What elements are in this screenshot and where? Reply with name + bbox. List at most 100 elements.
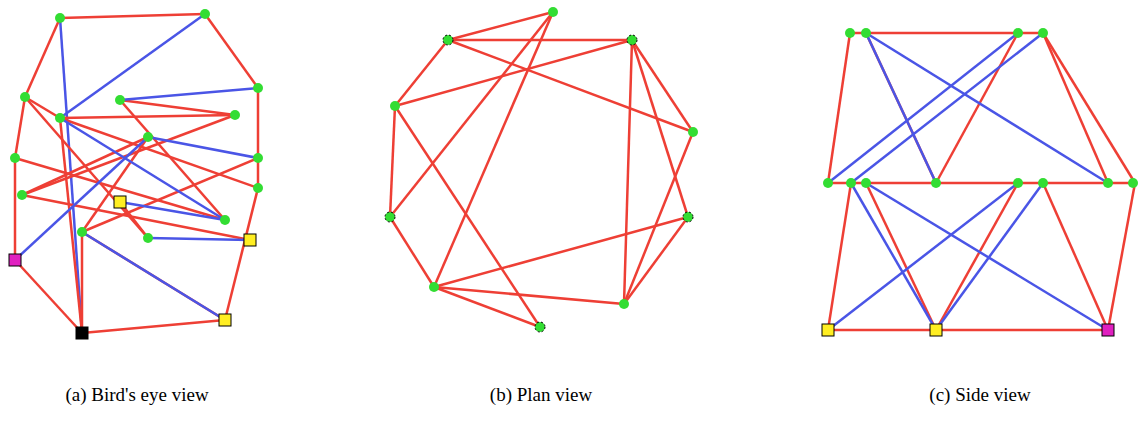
view-caption: (c) Side view: [929, 384, 1030, 406]
joint-dot: [200, 9, 210, 19]
red-member: [390, 217, 434, 287]
joint-dot: [1013, 178, 1023, 188]
joint-dot: [1038, 28, 1048, 38]
joint-dot: [385, 212, 395, 222]
joint-dot: [1013, 28, 1023, 38]
joint-dot: [253, 153, 263, 163]
support-square: [76, 327, 88, 339]
red-member: [434, 12, 553, 287]
joint-dot: [861, 28, 871, 38]
red-member: [120, 100, 235, 115]
red-member: [82, 232, 225, 320]
support-square: [9, 254, 21, 266]
joint-dot: [20, 92, 30, 102]
blue-member: [82, 232, 225, 320]
red-member: [390, 106, 395, 217]
joint-dot: [55, 13, 65, 23]
joint-dot: [845, 28, 855, 38]
joint-dot: [627, 35, 637, 45]
joint-dot: [143, 233, 153, 243]
red-member: [60, 118, 258, 188]
red-member: [1043, 183, 1108, 330]
red-member: [828, 329, 1108, 332]
blue-member: [866, 33, 936, 183]
joint-dot: [253, 83, 263, 93]
red-member: [828, 183, 851, 330]
birds-eye-structure: [9, 9, 263, 339]
red-member: [1108, 183, 1135, 330]
joint-dot: [443, 35, 453, 45]
joint-dot: [1103, 178, 1113, 188]
support-square: [244, 234, 256, 246]
red-member: [1043, 33, 1135, 183]
joint-dot: [1038, 178, 1048, 188]
red-member: [632, 40, 688, 217]
red-member: [395, 40, 448, 106]
red-member: [936, 183, 1018, 330]
support-square: [822, 324, 834, 336]
red-member: [82, 320, 225, 333]
joint-dot: [1128, 178, 1138, 188]
support-square: [114, 196, 126, 208]
red-member: [120, 100, 225, 220]
red-member: [434, 287, 624, 304]
support-square: [1102, 324, 1114, 336]
red-member: [257, 88, 260, 158]
red-member: [60, 115, 235, 118]
red-member: [434, 287, 540, 327]
blue-member: [866, 33, 1108, 183]
red-member: [15, 97, 25, 158]
joint-dot: [55, 113, 65, 123]
red-member: [448, 12, 553, 40]
red-member: [22, 195, 250, 240]
joint-dot: [143, 132, 153, 142]
joint-dot: [17, 190, 27, 200]
red-member: [395, 106, 540, 327]
blue-member: [148, 137, 258, 158]
plan-structure: [385, 7, 698, 332]
red-member: [25, 18, 60, 97]
joint-dot: [220, 215, 230, 225]
blue-member: [866, 183, 1108, 330]
joint-dot: [535, 322, 545, 332]
joint-dot: [688, 127, 698, 137]
joint-dot: [230, 110, 240, 120]
red-member: [624, 217, 688, 304]
joint-dot: [253, 183, 263, 193]
view-caption: (a) Bird's eye view: [65, 384, 208, 406]
red-member: [60, 14, 205, 18]
red-member: [15, 260, 82, 333]
red-member: [434, 217, 688, 287]
joint-dot: [683, 212, 693, 222]
red-member: [390, 12, 553, 217]
red-member: [14, 158, 17, 260]
red-member: [225, 188, 258, 320]
joint-dot: [846, 178, 856, 188]
blue-member: [120, 88, 258, 100]
red-member: [1043, 33, 1108, 183]
red-member: [632, 40, 693, 132]
joint-dot: [548, 7, 558, 17]
blue-member: [828, 33, 1018, 183]
joint-dot: [115, 95, 125, 105]
blue-member: [148, 238, 250, 240]
joint-dot: [429, 282, 439, 292]
view-caption: (b) Plan view: [490, 384, 592, 406]
blue-member: [60, 118, 225, 220]
blue-member: [851, 33, 1043, 183]
joint-dot: [10, 153, 20, 163]
support-square: [930, 324, 942, 336]
red-member: [828, 33, 850, 183]
red-member: [205, 14, 258, 88]
red-member: [15, 158, 225, 220]
joint-dot: [931, 178, 941, 188]
blue-member: [936, 183, 1043, 330]
joint-dot: [823, 178, 833, 188]
support-square: [219, 314, 231, 326]
red-member: [395, 40, 632, 106]
joint-dot: [390, 101, 400, 111]
blue-member: [15, 137, 148, 260]
joint-dot: [77, 227, 87, 237]
red-member: [60, 118, 82, 333]
